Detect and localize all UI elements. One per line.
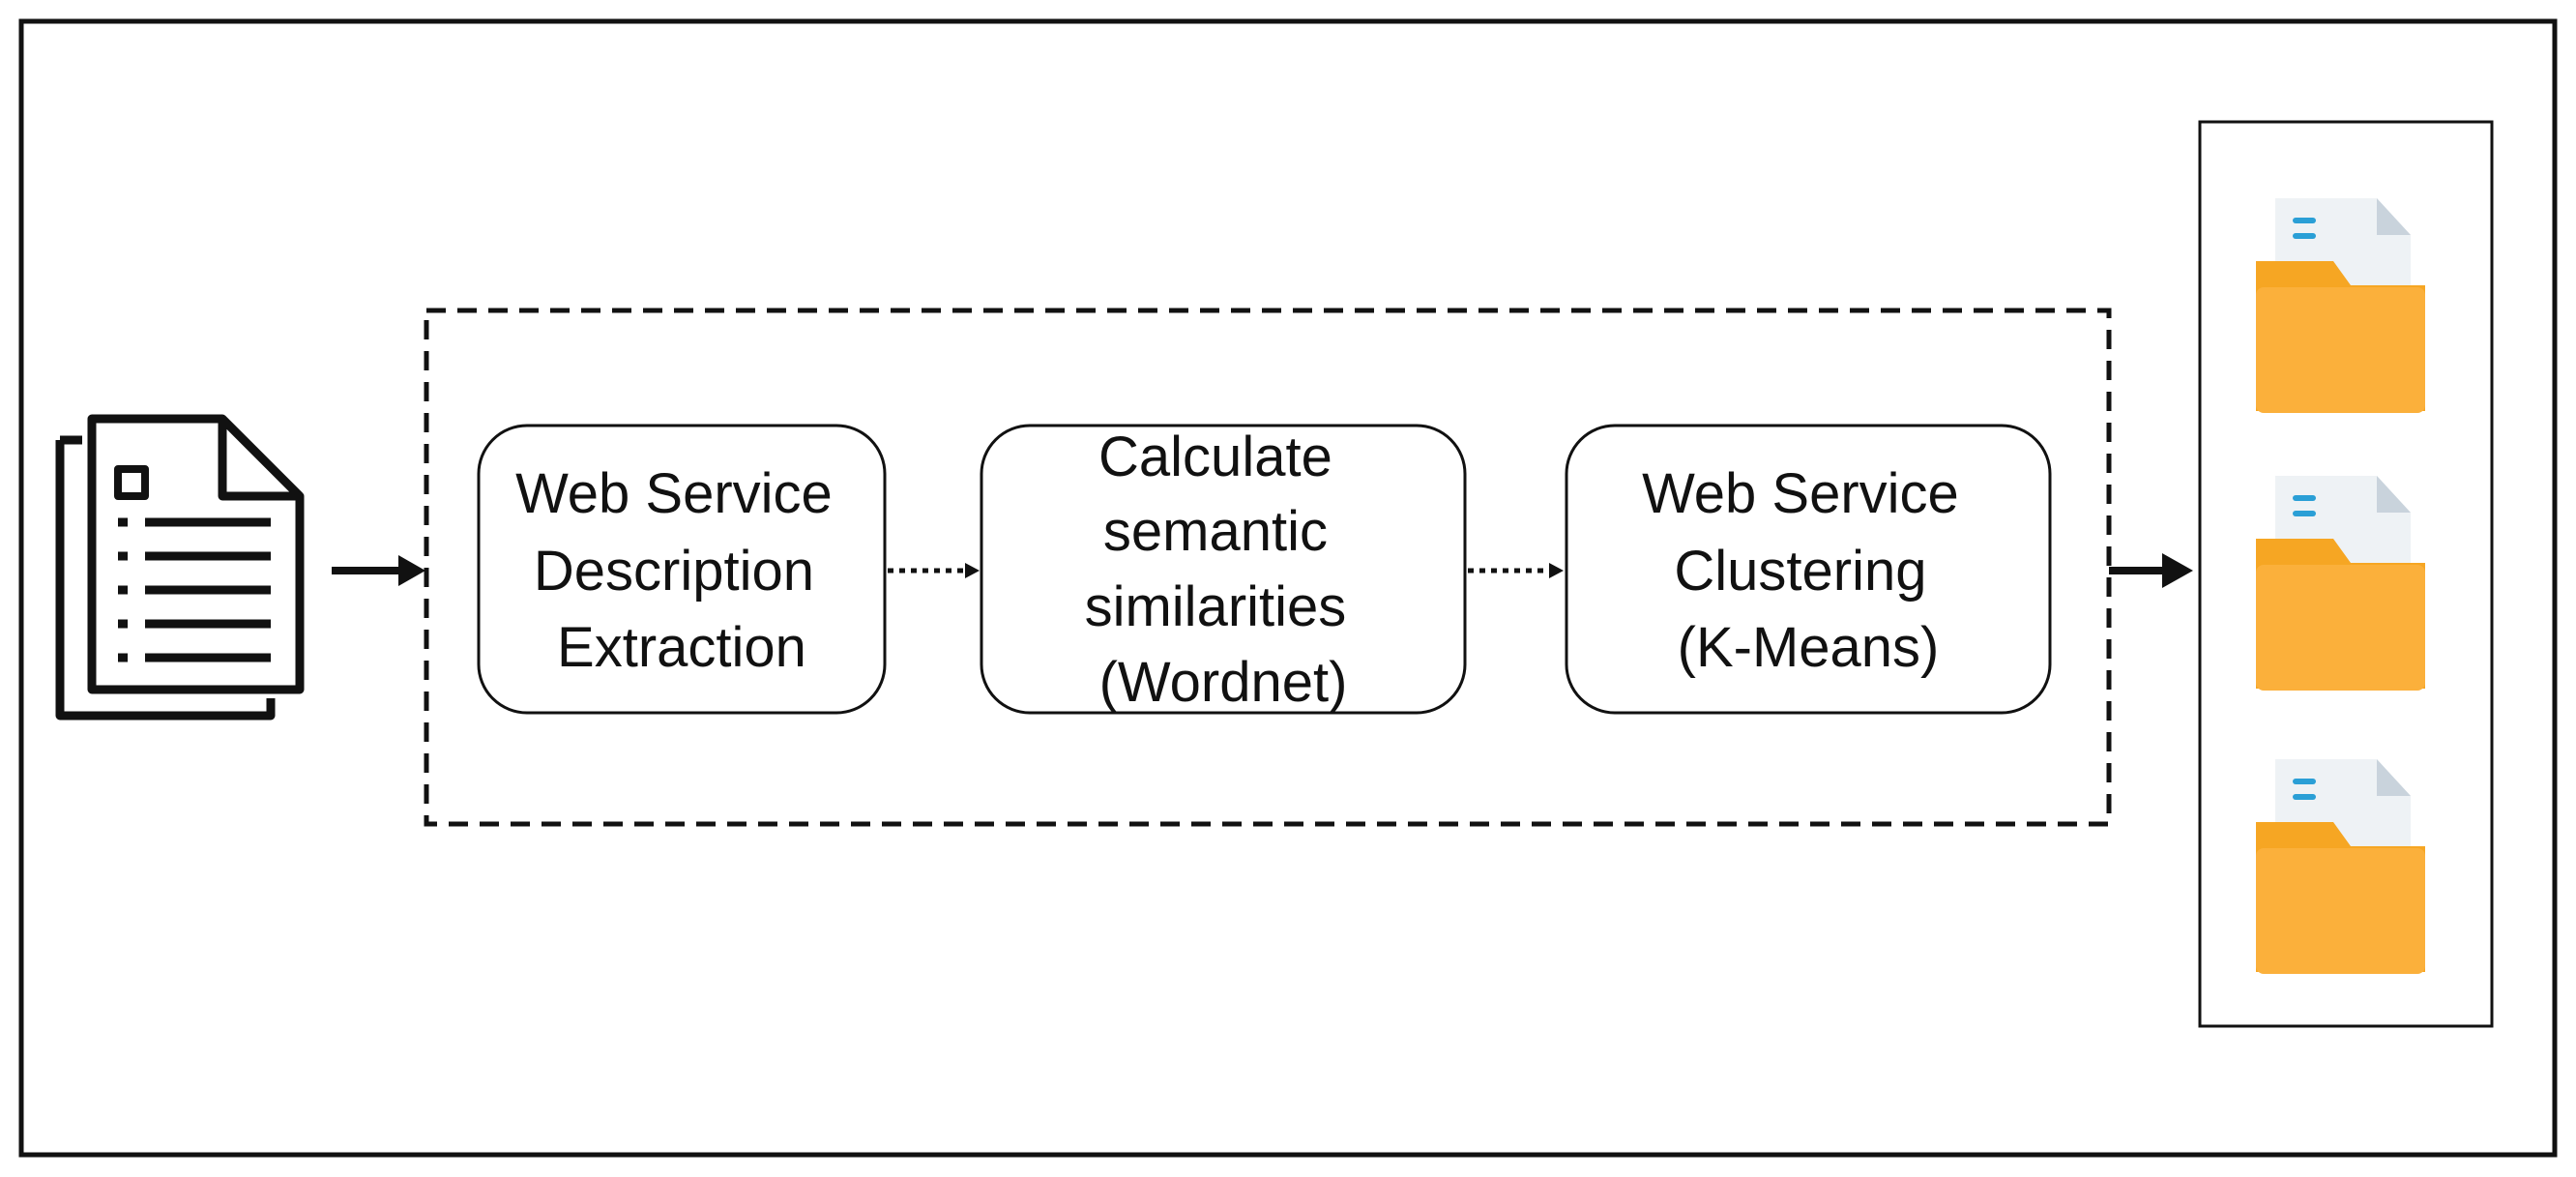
outer-frame (18, 18, 2558, 1158)
step-extraction-line: Description (534, 540, 814, 603)
step-clustering-label: Web Service Clustering (K-Means) (1642, 462, 1975, 679)
step-extraction-label: Web Service Description Extraction (515, 462, 848, 679)
step-similarity-line: Calculate (1098, 426, 1332, 488)
output-folders (2256, 198, 2425, 974)
step-box-similarity (980, 424, 1467, 715)
step-clustering-line: (K-Means) (1678, 616, 1940, 679)
dotted-arrow-1 (888, 563, 980, 578)
document-folder-icon (2256, 759, 2425, 974)
stacked-documents-icon (55, 414, 305, 721)
step-extraction-line: Extraction (557, 616, 806, 679)
step-box-extraction (477, 424, 887, 715)
input-arrow (332, 555, 425, 586)
step-similarity-line: semantic (1103, 500, 1328, 563)
document-folder-icon (2256, 198, 2425, 413)
document-folder-icon (2256, 476, 2425, 691)
step-similarity-label: Calculate semantic similarities (Wordnet… (1085, 426, 1362, 714)
step-clustering-line: Clustering (1674, 540, 1926, 603)
step-clustering-line: Web Service (1642, 462, 1959, 525)
step-box-clustering (1565, 424, 2052, 715)
step-similarity-line: (Wordnet) (1099, 651, 1348, 714)
output-arrow (2109, 553, 2193, 588)
dotted-arrow-2 (1468, 563, 1564, 578)
pipeline-container (424, 308, 2112, 827)
step-similarity-line: similarities (1085, 575, 1347, 638)
step-extraction-line: Web Service (515, 462, 833, 525)
